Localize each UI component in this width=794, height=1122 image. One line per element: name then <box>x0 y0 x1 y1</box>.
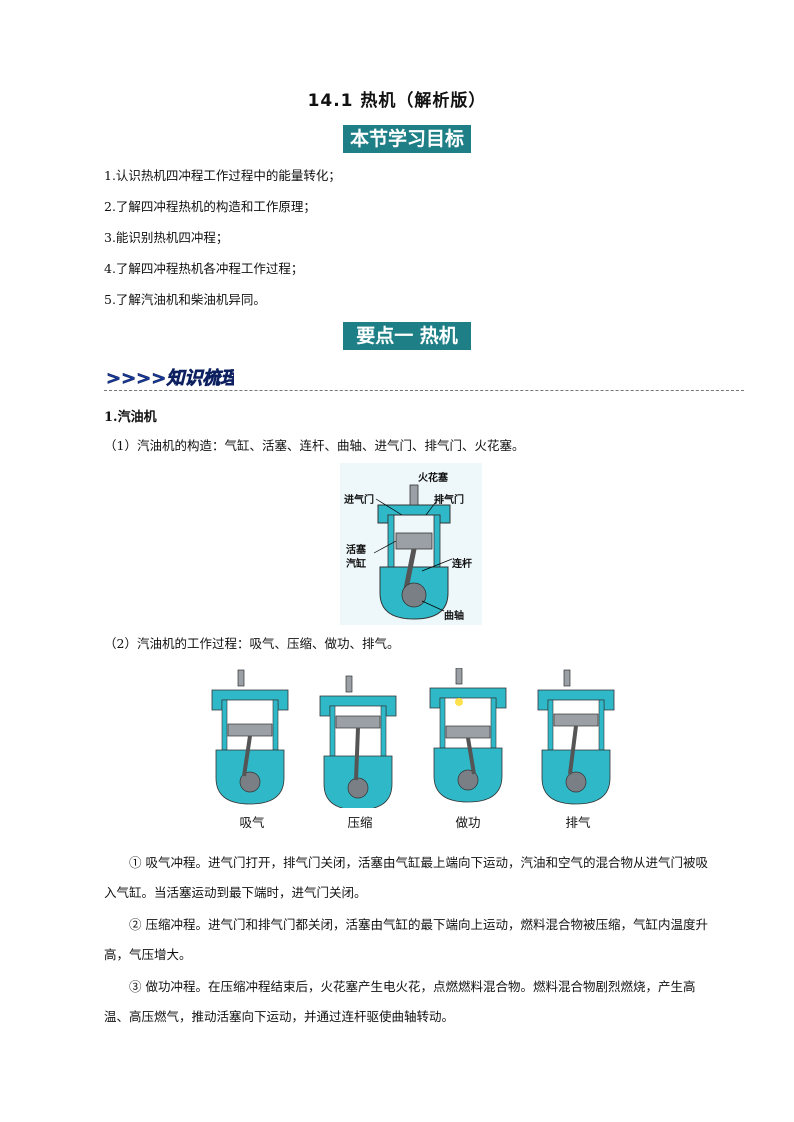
stroke-illustrations <box>211 668 615 808</box>
engine-diagram: 火花塞 进气门 排气门 活塞 汽缸 连杆 曲轴 <box>340 463 482 625</box>
goal-item: 5.了解汽油机和柴油机异同。 <box>104 292 266 307</box>
goal-item: 2.了解四冲程热机的构造和工作原理； <box>104 199 316 214</box>
label-cylinder: 汽缸 <box>346 559 366 570</box>
goal-item: 1.认识热机四冲程工作过程中的能量转化； <box>104 168 341 183</box>
stroke-caption-compression: 压缩 <box>347 815 373 830</box>
paragraph-compression-stroke: ② 压缩冲程。进气门和排气门都关闭，活塞由气缸的最下端向上运动，燃料混合物被压缩… <box>104 917 708 962</box>
paragraph-power-stroke: ③ 做功冲程。在压缩冲程结束后，火花塞产生电火花，点燃燃料混合物。燃料混合物剧烈… <box>104 979 696 1024</box>
paragraph-intake-stroke: ① 吸气冲程。进气门打开，排气门关闭，活塞由气缸最上端向下运动，汽油和空气的混合… <box>104 855 708 900</box>
goal-item: 4.了解四冲程热机各冲程工作过程； <box>104 261 304 276</box>
section-heading: 1.汽油机 <box>104 410 157 425</box>
goal-item: 3.能识别热机四冲程； <box>104 230 229 245</box>
label-crankshaft: 曲轴 <box>444 611 464 622</box>
label-connecting-rod: 连杆 <box>452 559 472 570</box>
banner-point1: 要点一 热机 <box>343 322 471 350</box>
label-exhaust-valve: 排气门 <box>434 495 464 506</box>
construction-text: （1）汽油机的构造：气缸、活塞、连杆、曲轴、进气门、排气门、火花塞。 <box>104 438 525 453</box>
divider <box>104 390 744 391</box>
knowledge-label-text: >>>>知识梳理 <box>106 368 234 389</box>
process-text: （2）汽油机的工作过程：吸气、压缩、做功、排气。 <box>104 636 400 651</box>
stroke-caption-exhaust: 排气 <box>565 815 591 830</box>
page-title: 14.1 热机（解析版） <box>307 91 487 111</box>
banner-goals: 本节学习目标 <box>343 125 471 153</box>
stroke-caption-intake: 吸气 <box>239 815 265 830</box>
label-intake-valve: 进气门 <box>344 495 374 506</box>
stroke-caption-power: 做功 <box>455 815 481 830</box>
knowledge-label: >>>>知识梳理 <box>106 368 234 390</box>
label-piston: 活塞 <box>346 545 366 556</box>
stroke-diagrams: 吸气 压缩 做功 排气 <box>204 668 624 830</box>
label-spark-plug: 火花塞 <box>418 473 448 484</box>
